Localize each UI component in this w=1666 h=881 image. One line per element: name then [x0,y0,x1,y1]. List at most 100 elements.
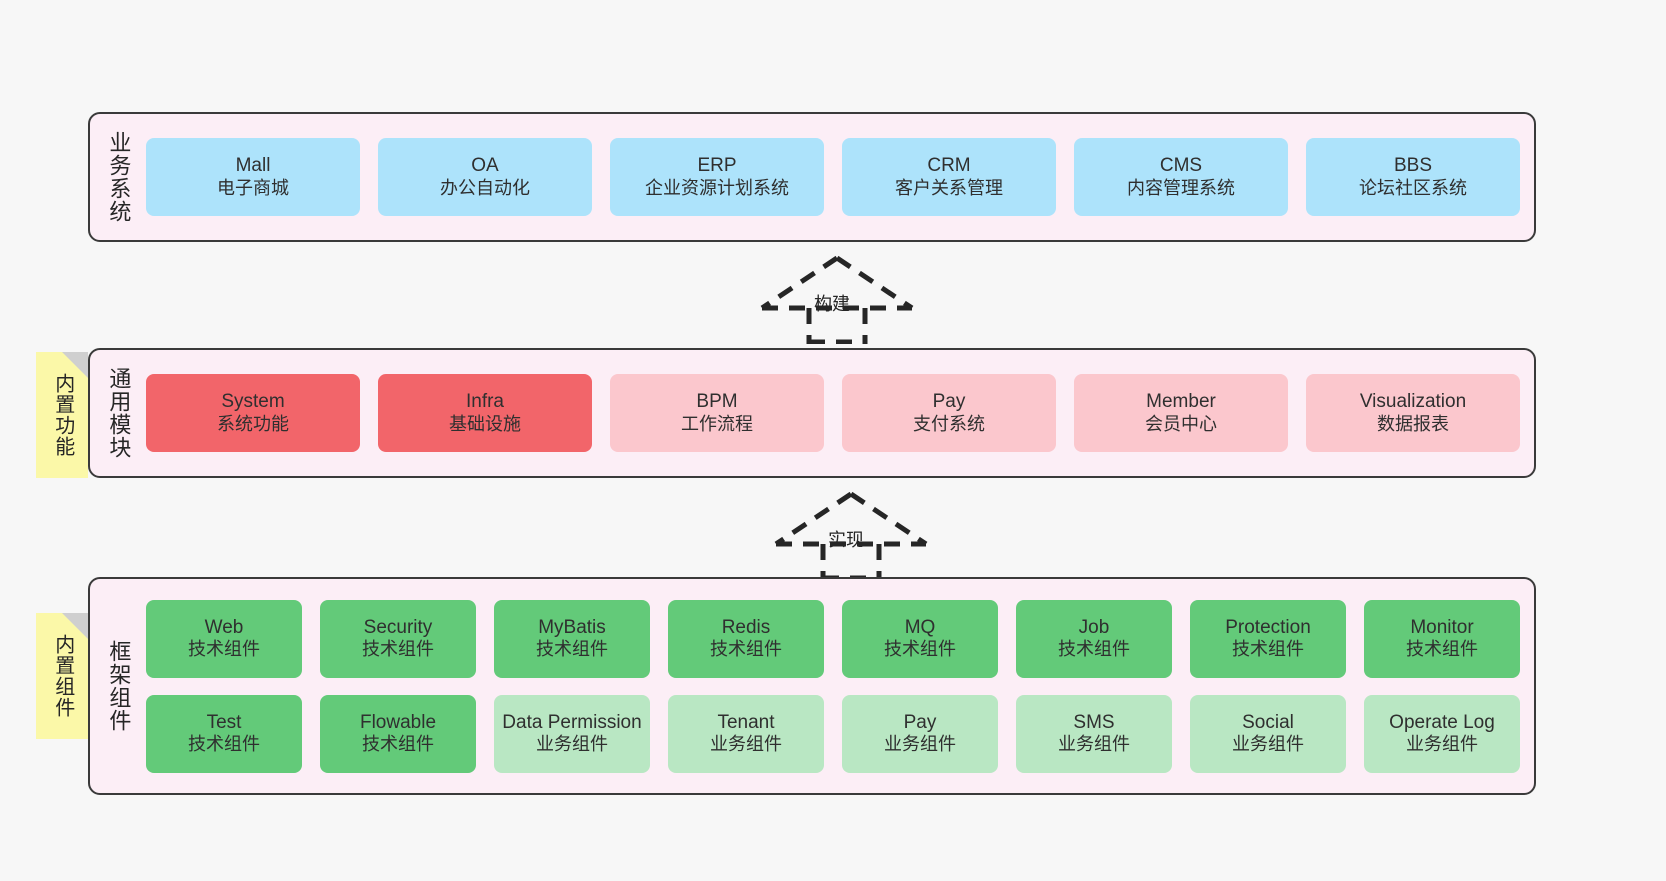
card-visualization[interactable]: Visualization 数据报表 [1306,374,1520,452]
card-crm-en: CRM [927,155,971,177]
card-monitor-cn: 技术组件 [1406,639,1478,660]
connector-build: 构建 [752,252,922,344]
card-crm[interactable]: CRM 客户关系管理 [842,138,1056,216]
common-modules-row: System 系统功能 Infra 基础设施 BPM 工作流程 Pay 支付系统… [146,374,1520,452]
note-builtin-component-label: 内置组件 [51,634,74,718]
card-web[interactable]: Web 技术组件 [146,599,302,678]
layer-common-modules-body: System 系统功能 Infra 基础设施 BPM 工作流程 Pay 支付系统… [146,350,1534,476]
card-member-cn: 会员中心 [1145,413,1217,434]
card-flowable-en: Flowable [359,711,437,733]
layer-business-systems: 业务系统 Mall 电子商城 OA 办公自动化 ERP 企业资源计划系统 CRM… [88,112,1536,242]
card-erp-cn: 企业资源计划系统 [645,177,789,198]
layer-business-systems-title: 业务系统 [106,131,132,223]
card-cms-cn: 内容管理系统 [1127,177,1235,198]
card-test-en: Test [206,711,242,733]
card-mall-cn: 电子商城 [217,177,289,198]
card-social-cn: 业务组件 [1232,734,1304,755]
card-test[interactable]: Test 技术组件 [146,694,302,773]
card-bbs-cn: 论坛社区系统 [1359,177,1467,198]
card-pay-module-en: Pay [932,391,966,413]
card-flowable-cn: 技术组件 [362,734,434,755]
card-infra-en: Infra [465,391,505,413]
card-security-cn: 技术组件 [362,639,434,660]
card-infra-cn: 基础设施 [449,413,521,434]
card-member[interactable]: Member 会员中心 [1074,374,1288,452]
card-bpm-en: BPM [696,391,738,413]
card-flowable[interactable]: Flowable 技术组件 [320,694,476,773]
card-security[interactable]: Security 技术组件 [320,599,476,678]
layer-framework-components-title: 框架组件 [106,640,132,732]
card-visualization-en: Visualization [1359,391,1467,413]
card-bbs[interactable]: BBS 论坛社区系统 [1306,138,1520,216]
card-sms[interactable]: SMS 业务组件 [1016,694,1172,773]
card-data-permission-en: Data Permission [502,711,642,733]
card-mq-en: MQ [904,616,936,638]
card-tenant-en: Tenant [717,711,775,733]
card-pay-module-cn: 支付系统 [913,413,985,434]
card-operate-log[interactable]: Operate Log 业务组件 [1364,694,1520,773]
card-oa[interactable]: OA 办公自动化 [378,138,592,216]
framework-components-row-1: Web 技术组件 Security 技术组件 MyBatis 技术组件 Redi… [146,599,1520,678]
note-builtin-component: 内置组件 [36,613,88,739]
card-data-permission[interactable]: Data Permission 业务组件 [494,694,650,773]
connector-build-label: 构建 [814,294,850,314]
card-mybatis-cn: 技术组件 [536,639,608,660]
card-pay-component-cn: 业务组件 [884,734,956,755]
card-sms-cn: 业务组件 [1058,734,1130,755]
card-system-en: System [221,391,285,413]
card-erp[interactable]: ERP 企业资源计划系统 [610,138,824,216]
card-social-en: Social [1242,711,1294,733]
card-job-en: Job [1078,616,1110,638]
card-social[interactable]: Social 业务组件 [1190,694,1346,773]
card-protection-en: Protection [1225,616,1311,638]
card-operate-log-en: Operate Log [1389,711,1495,733]
connector-implement: 实现 [766,488,936,580]
card-security-en: Security [363,616,433,638]
card-tenant[interactable]: Tenant 业务组件 [668,694,824,773]
card-mq[interactable]: MQ 技术组件 [842,599,998,678]
layer-business-systems-body: Mall 电子商城 OA 办公自动化 ERP 企业资源计划系统 CRM 客户关系… [146,114,1534,240]
card-mall[interactable]: Mall 电子商城 [146,138,360,216]
card-data-permission-cn: 业务组件 [536,734,608,755]
layer-common-modules-title: 通用模块 [106,367,132,459]
connector-implement-label: 实现 [828,530,864,550]
card-monitor[interactable]: Monitor 技术组件 [1364,599,1520,678]
card-system-cn: 系统功能 [217,413,289,434]
card-mq-cn: 技术组件 [884,639,956,660]
card-system[interactable]: System 系统功能 [146,374,360,452]
card-visualization-cn: 数据报表 [1377,413,1449,434]
card-pay-module[interactable]: Pay 支付系统 [842,374,1056,452]
card-test-cn: 技术组件 [188,734,260,755]
business-systems-row: Mall 电子商城 OA 办公自动化 ERP 企业资源计划系统 CRM 客户关系… [146,138,1520,216]
layer-framework-components-body: Web 技术组件 Security 技术组件 MyBatis 技术组件 Redi… [146,579,1534,793]
framework-components-row-2: Test 技术组件 Flowable 技术组件 Data Permission … [146,694,1520,773]
card-cms[interactable]: CMS 内容管理系统 [1074,138,1288,216]
card-infra[interactable]: Infra 基础设施 [378,374,592,452]
card-job-cn: 技术组件 [1058,639,1130,660]
card-oa-cn: 办公自动化 [440,177,530,198]
card-monitor-en: Monitor [1410,616,1474,638]
card-web-en: Web [204,616,244,638]
card-erp-en: ERP [697,155,737,177]
note-builtin-function: 内置功能 [36,352,88,478]
card-bpm[interactable]: BPM 工作流程 [610,374,824,452]
card-pay-component-en: Pay [903,711,937,733]
card-redis-cn: 技术组件 [710,639,782,660]
card-cms-en: CMS [1159,155,1203,177]
card-job[interactable]: Job 技术组件 [1016,599,1172,678]
card-mall-en: Mall [235,155,271,177]
connector-build-icon [760,255,914,344]
note-builtin-function-label: 内置功能 [51,373,74,457]
card-crm-cn: 客户关系管理 [895,177,1003,198]
card-operate-log-cn: 业务组件 [1406,734,1478,755]
card-protection[interactable]: Protection 技术组件 [1190,599,1346,678]
card-mybatis[interactable]: MyBatis 技术组件 [494,599,650,678]
card-protection-cn: 技术组件 [1232,639,1304,660]
card-pay-component[interactable]: Pay 业务组件 [842,694,998,773]
note-fold-corner-icon [62,613,88,639]
card-bbs-en: BBS [1393,155,1433,177]
card-redis[interactable]: Redis 技术组件 [668,599,824,678]
layer-common-modules: 通用模块 System 系统功能 Infra 基础设施 BPM 工作流程 Pay… [88,348,1536,478]
layer-framework-components: 框架组件 Web 技术组件 Security 技术组件 MyBatis 技术组件… [88,577,1536,795]
